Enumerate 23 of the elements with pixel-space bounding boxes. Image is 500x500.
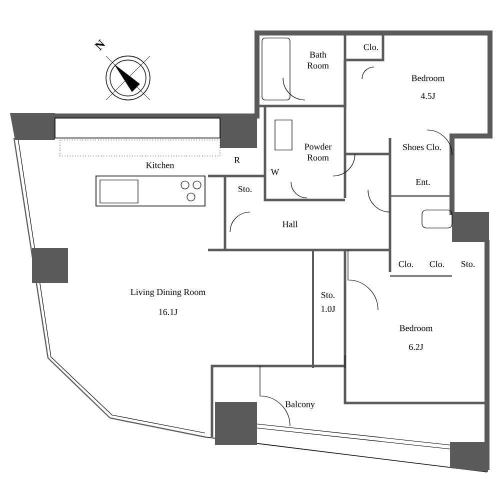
room-label: Sto. [462, 260, 475, 268]
room-label: 4.5J [420, 92, 436, 99]
room-label: Balcony [285, 400, 315, 410]
room-label: 1.0J [321, 306, 336, 312]
room-label: W [270, 169, 280, 175]
room-label: Bath Room [307, 51, 329, 69]
room-label: Powder Room [304, 143, 332, 161]
room-label: 16.1J [159, 308, 178, 316]
room-label: Hall [282, 220, 298, 228]
room-label: Sto. [322, 292, 335, 298]
room-label: N [94, 39, 105, 51]
room-label: Shoes Clo. [403, 144, 441, 150]
room-label: Ent. [416, 179, 430, 185]
room-label: Bedroom [412, 74, 445, 82]
room-label: R [234, 157, 240, 163]
room-label: Sto. [238, 186, 252, 192]
room-label: Bedroom [400, 324, 433, 332]
room-label: 6.2J [409, 344, 424, 350]
room-label: Kitchen [146, 162, 174, 168]
room-label: Clo. [364, 44, 378, 50]
room-label: Clo. [430, 260, 444, 268]
room-label: Living Dining Room [130, 289, 206, 297]
room-label: Clo. [398, 260, 414, 268]
